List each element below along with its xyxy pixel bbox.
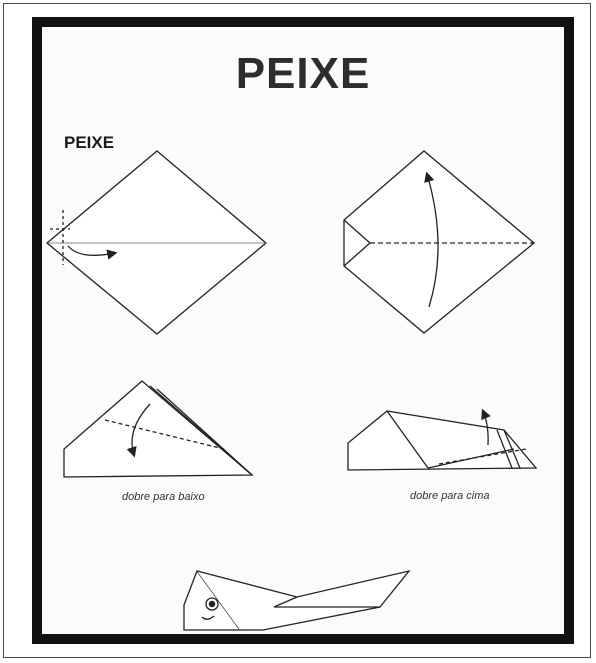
finished-fish-diagram [184, 571, 409, 630]
instruction-sheet: PEIXE PEIXE [42, 27, 564, 634]
step-1-diagram [47, 151, 266, 334]
step-3-diagram [64, 381, 252, 477]
page-border: PEIXE PEIXE [3, 3, 591, 658]
step-2-diagram [344, 151, 534, 333]
step-4-caption: dobre para cima [410, 490, 490, 502]
origami-diagrams [42, 27, 564, 634]
step-3-caption: dobre para baixo [122, 491, 205, 503]
black-frame: PEIXE PEIXE [32, 17, 574, 644]
step-4-diagram [348, 411, 536, 470]
